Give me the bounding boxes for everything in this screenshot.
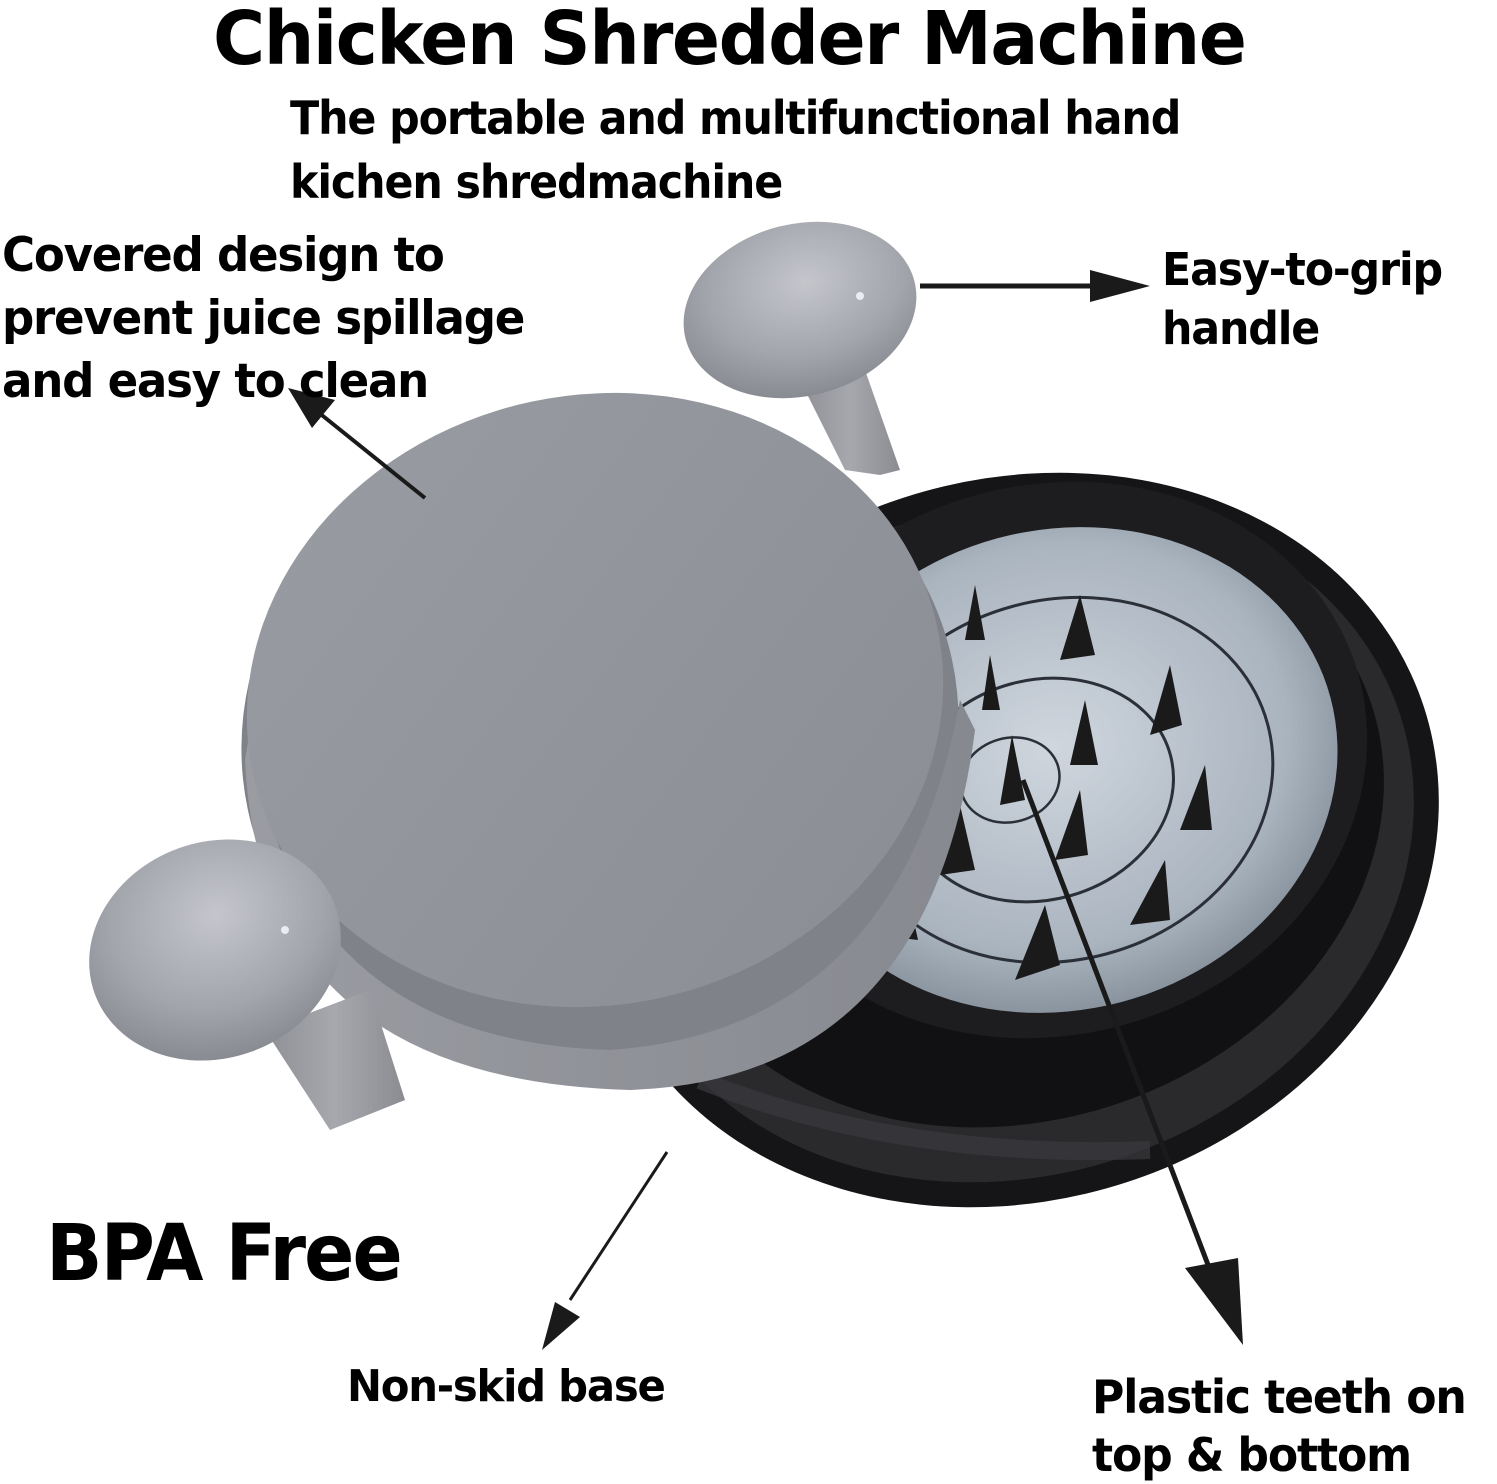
callout-cover-line-2: prevent juice spillage (2, 291, 525, 346)
callout-plastic-teeth: Plastic teeth on top & bottom (1092, 1368, 1467, 1484)
subtitle-line-1: The portable and multifunctional hand (290, 91, 1181, 145)
callout-non-skid-base: Non-skid base (347, 1361, 666, 1412)
arrow-teeth (1020, 779, 1243, 1345)
page-subtitle: The portable and multifunctional hand ki… (290, 86, 1181, 214)
arrow-base (542, 1151, 669, 1350)
callout-cover-line-1: Covered design to (2, 228, 445, 283)
callout-teeth-line-2: top & bottom (1092, 1428, 1412, 1482)
arrow-grip (920, 270, 1150, 302)
page-title: Chicken Shredder Machine (213, 0, 1247, 82)
callout-grip-line-2: handle (1162, 302, 1320, 355)
arrow-cover (288, 388, 427, 500)
bottom-handle (89, 839, 405, 1130)
callout-bpa-free: BPA Free (46, 1209, 403, 1299)
callout-teeth-line-1: Plastic teeth on (1092, 1370, 1467, 1424)
subtitle-line-2: kichen shredmachine (290, 155, 783, 209)
callout-cover-line-3: and easy to clean (2, 354, 429, 409)
callout-grip-line-1: Easy-to-grip (1162, 243, 1443, 296)
lid (241, 392, 975, 1090)
top-handle (683, 221, 917, 475)
callout-covered-design: Covered design to prevent juice spillage… (2, 224, 525, 413)
callout-easy-grip-handle: Easy-to-grip handle (1162, 240, 1443, 358)
